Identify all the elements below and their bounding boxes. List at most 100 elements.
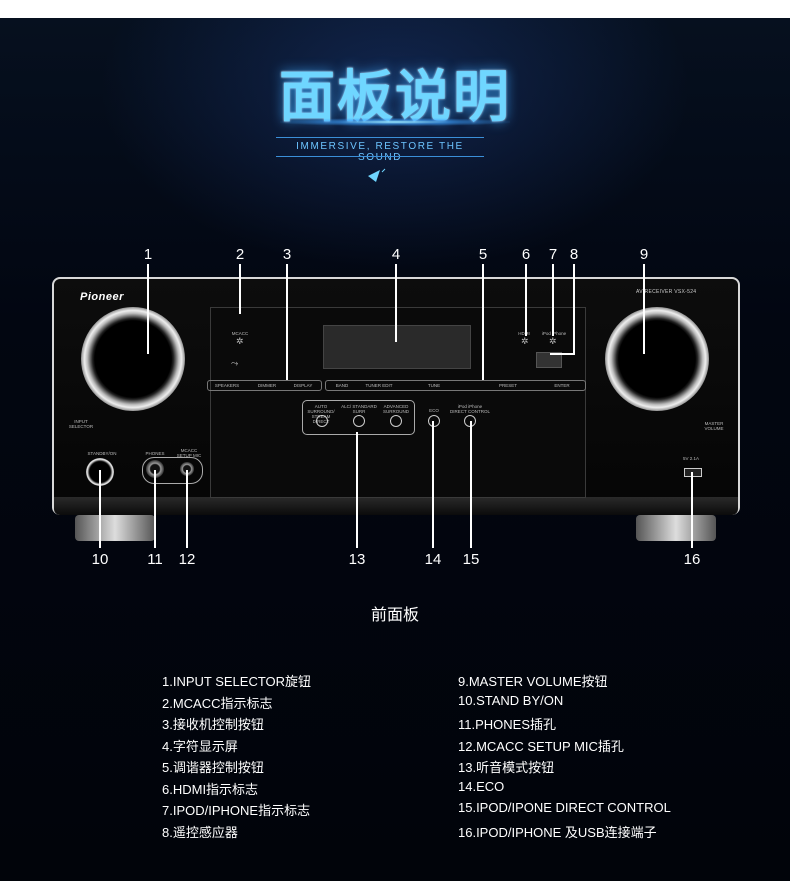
divider-top <box>276 137 484 138</box>
callout-line-5 <box>482 264 484 380</box>
band-label: BAND <box>335 383 349 388</box>
callout-number-15: 15 <box>462 551 480 568</box>
character-display <box>323 325 471 369</box>
listening-mode-group <box>302 400 415 435</box>
legend-item-14: 14.ECO <box>458 779 505 794</box>
receiver-control-bar <box>207 380 322 391</box>
phones-label: PHONES <box>145 451 165 456</box>
legend-item-4: 4.字符显示屏 <box>162 739 238 754</box>
eco-button <box>428 415 440 427</box>
legend-item-15: 15.IPOD/IPONE DIRECT CONTROL <box>458 800 671 815</box>
jack-group <box>142 457 203 484</box>
right-foot <box>636 515 716 541</box>
mcacc-logo-icon: ⤳ <box>231 358 239 368</box>
speakers-label: SPEAKERS <box>214 383 240 388</box>
callout-line-6 <box>525 264 527 336</box>
callout-number-2: 2 <box>235 246 245 263</box>
legend-item-6: 6.HDMI指示标志 <box>162 782 259 797</box>
receiver-base <box>54 497 738 515</box>
divider-bottom <box>276 156 484 157</box>
ipod-indicator-icon: ✲ <box>549 336 557 346</box>
input-selector-label: INPUT SELECTOR <box>68 419 94 429</box>
hdmi-label: HDMI <box>518 331 530 336</box>
legend-item-7: 7.IPOD/IPHONE指示标志 <box>162 803 311 818</box>
tuner-edit-label: TUNER EDIT <box>365 383 393 388</box>
callout-number-3: 3 <box>282 246 292 263</box>
legend-item-8: 8.遥控感应器 <box>162 825 238 840</box>
callout-line-10 <box>99 470 101 548</box>
callout-line-12 <box>186 470 188 548</box>
callout-line-16 <box>691 472 693 548</box>
callout-line-11 <box>154 470 156 548</box>
callout-number-12: 12 <box>178 551 196 568</box>
dimmer-label: DIMMER <box>257 383 277 388</box>
legend-item-2: 2.MCACC指示标志 <box>162 696 273 711</box>
direct-control-label: iPod iPhone DIRECT CONTROL <box>450 404 490 414</box>
legend-item-9: 9.MASTER VOLUME按钮 <box>458 674 608 689</box>
left-foot <box>75 515 155 541</box>
title-glow <box>280 118 510 126</box>
standby-label: STANDBY/ON <box>87 451 117 456</box>
remote-sensor <box>536 352 562 368</box>
legend-item-13: 13.听音模式按钮 <box>458 760 555 775</box>
advanced-surround-label: ADVANCED SURROUND <box>382 404 409 414</box>
display-label: DISPLAY <box>293 383 313 388</box>
panel-caption: 前面板 <box>370 607 419 624</box>
alc-label: ALC/ STANDARD SURR <box>341 404 377 414</box>
callout-elbow-8 <box>550 353 575 355</box>
legend-item-12: 12.MCACC SETUP MIC插孔 <box>458 739 624 754</box>
callout-line-3 <box>286 264 288 380</box>
callout-line-8 <box>573 264 575 354</box>
tune-label: TUNE <box>427 383 441 388</box>
callout-line-2 <box>239 264 241 314</box>
legend-item-1: 1.INPUT SELECTOR旋钮 <box>162 674 312 689</box>
callout-line-15 <box>470 421 472 548</box>
legend-item-11: 11.PHONES插孔 <box>458 717 557 732</box>
master-volume-knob <box>605 307 709 411</box>
brand-logo: Pioneer <box>80 291 124 303</box>
usb-port <box>684 468 702 477</box>
callout-number-10: 10 <box>91 551 109 568</box>
input-selector-knob <box>81 307 185 411</box>
callout-number-1: 1 <box>143 246 153 263</box>
callout-number-14: 14 <box>424 551 442 568</box>
callout-line-9 <box>643 264 645 354</box>
top-white-strip <box>0 0 790 18</box>
callout-line-4 <box>395 264 397 342</box>
preset-label: PRESET <box>498 383 517 388</box>
callout-number-7: 7 <box>548 246 558 263</box>
callout-number-6: 6 <box>521 246 531 263</box>
callout-line-1 <box>147 264 149 354</box>
callout-line-7 <box>552 264 554 336</box>
tuner-control-bar <box>325 380 586 391</box>
hdmi-indicator-icon: ✲ <box>521 336 529 346</box>
enter-label: ENTER <box>554 383 570 388</box>
cursor-arrow-icon <box>368 168 386 182</box>
auto-surround-button <box>316 415 328 427</box>
callout-number-9: 9 <box>639 246 649 263</box>
model-label: AV RECEIVER VSX-524 <box>636 289 697 295</box>
ipod-label: iPod iPhone <box>541 331 567 336</box>
alc-button <box>353 415 365 427</box>
callout-number-16: 16 <box>683 551 701 568</box>
legend-item-5: 5.调谐器控制按钮 <box>162 760 264 775</box>
mcacc-indicator-icon: ✲ <box>236 336 244 346</box>
callout-number-8: 8 <box>569 246 579 263</box>
callout-number-5: 5 <box>478 246 488 263</box>
mic-jack <box>180 462 194 476</box>
callout-number-4: 4 <box>391 246 401 263</box>
usb-label: 5V 2.1A <box>682 456 699 461</box>
legend-item-16: 16.IPOD/IPHONE 及USB连接端子 <box>458 825 657 840</box>
legend-item-3: 3.接收机控制按钮 <box>162 717 264 732</box>
advanced-surround-button <box>390 415 402 427</box>
phones-jack <box>146 460 164 478</box>
page-subtitle: IMMERSIVE, RESTORE THE SOUND <box>296 141 464 163</box>
mcacc-setup-mic-label: MCACC SETUP MIC <box>176 448 202 458</box>
callout-number-13: 13 <box>348 551 366 568</box>
mcacc-label: MCACC <box>231 331 249 336</box>
master-volume-label: MASTER VOLUME <box>704 421 724 431</box>
eco-label: ECO <box>429 408 439 413</box>
legend-item-10: 10.STAND BY/ON <box>458 693 564 708</box>
callout-number-11: 11 <box>147 551 163 568</box>
callout-line-13 <box>356 432 358 548</box>
